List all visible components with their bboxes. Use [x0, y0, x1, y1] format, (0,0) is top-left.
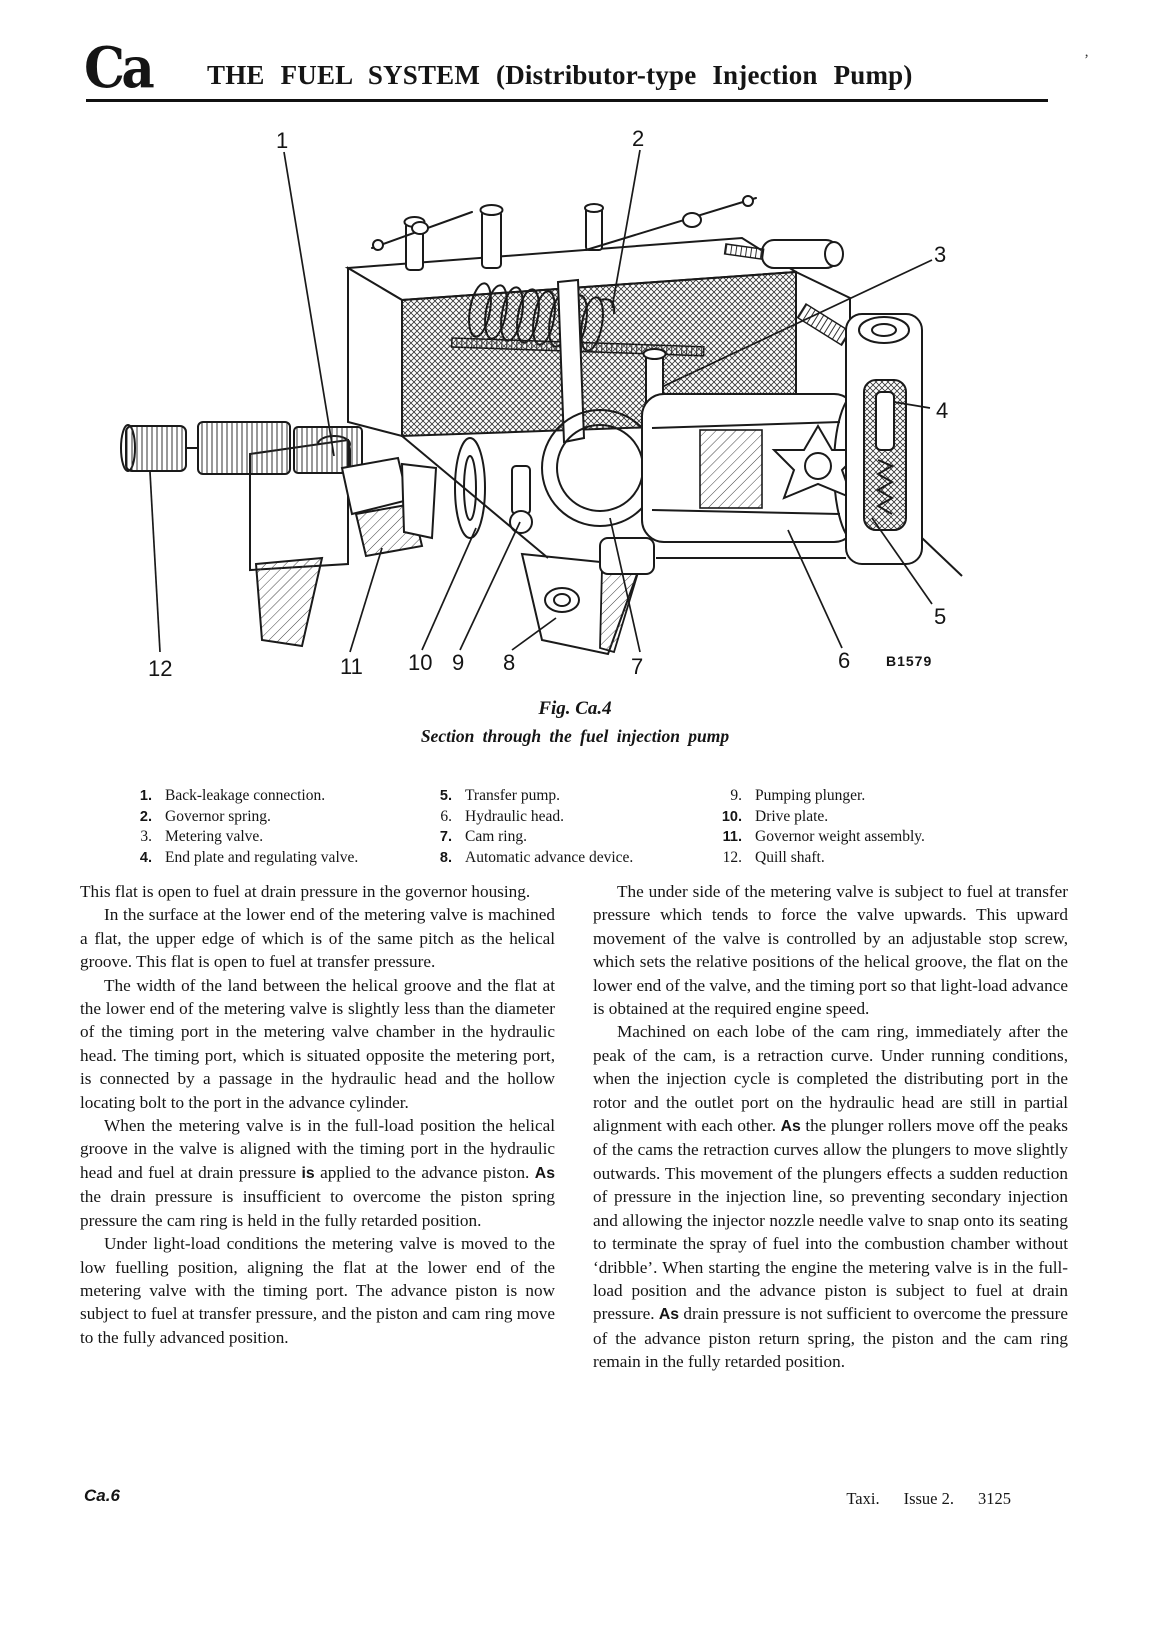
footer-page-code: Ca.6: [84, 1486, 120, 1505]
callout-6: 6: [838, 648, 850, 673]
parts-legend: 1. Back-leakage connection. 2. Governor spr…: [118, 786, 1048, 878]
paragraph: The width of the land between the helica…: [80, 975, 555, 1112]
footer-number: 3125: [978, 1489, 1011, 1508]
callout-12: 12: [148, 656, 172, 681]
metering-valve: [556, 278, 667, 444]
figure-caption: Fig. Ca.4: [538, 698, 612, 719]
legend-item: 6. Hydraulic head.: [418, 807, 708, 828]
legend-label: Quill shaft.: [755, 848, 825, 866]
legend-item: 2. Governor spring.: [118, 807, 418, 828]
legend-number: 12.: [722, 848, 742, 866]
corner-mark: ’: [1084, 52, 1089, 68]
paragraph: The under side of the metering valve is …: [593, 882, 1068, 1019]
callout-5: 5: [934, 604, 946, 629]
footer-model: Taxi.: [846, 1489, 880, 1508]
callout-10: 10: [408, 650, 432, 675]
footer-issue-info: Taxi. Issue 2. 3125: [846, 1489, 1011, 1509]
pumping-plunger: [509, 465, 533, 534]
automatic-advance-device: [520, 537, 655, 656]
legend-number: 6.: [440, 807, 452, 825]
page-title: THE FUEL SYSTEM (Distributor-type Inject…: [207, 60, 913, 90]
callout-11: 11: [340, 654, 363, 679]
paragraph: In the surface at the lower end of the m…: [80, 905, 555, 972]
legend-column-2: 5. Transfer pump. 6. Hydraulic head. 7. Cam r…: [418, 786, 708, 878]
base-outline: [401, 435, 963, 577]
legend-label: Hydraulic head.: [465, 807, 564, 825]
quill-shaft: [120, 421, 363, 475]
legend-item: 12. Quill shaft.: [708, 848, 1008, 869]
legend-number: 2.: [139, 808, 152, 825]
legend-item: 1. Back-leakage connection.: [118, 786, 418, 807]
legend-label: Drive plate.: [755, 807, 829, 825]
section-code-logo: Ca: [84, 35, 155, 101]
figure-subcaption: Section through the fuel injection pump: [420, 726, 730, 746]
legend-number: 11.: [722, 829, 742, 845]
callout-1: 1: [276, 128, 288, 153]
legend-number: 10.: [721, 808, 742, 825]
legend-item: 4. End plate and regulating valve.: [118, 848, 418, 869]
text-column-left: This flat is open to fuel at drain press…: [80, 880, 555, 1349]
legend-label: Back-leakage connection.: [165, 787, 326, 804]
legend-label: Metering valve.: [165, 828, 264, 845]
legend-label: End plate and regulating valve.: [165, 848, 359, 866]
callout-leader-lines: [149, 149, 933, 653]
pump-cross-section-drawing: 1 2 3 4 5 6 7 8 9 10 11 12 B1579: [120, 126, 963, 681]
plate-code: B1579: [886, 653, 932, 669]
callout-7: 7: [631, 654, 643, 679]
legend-label: Cam ring.: [465, 828, 527, 845]
legend-label: Governor weight assembly.: [755, 828, 925, 845]
legend-item: 3. Metering valve.: [118, 827, 418, 848]
legend-label: Automatic advance device.: [465, 848, 634, 866]
legend-column-1: 1. Back-leakage connection. 2. Governor spr…: [118, 786, 418, 878]
legend-number: 7.: [439, 829, 452, 845]
legend-label: Transfer pump.: [465, 787, 561, 804]
callout-8: 8: [503, 650, 515, 675]
callout-3: 3: [934, 242, 946, 267]
legend-item: 9. Pumping plunger.: [708, 786, 1008, 807]
footer-issue: Issue 2.: [903, 1489, 954, 1508]
shut-off-levers-and-studs: [371, 195, 852, 347]
legend-item: 11. Governor weight assembly.: [708, 827, 1008, 848]
paragraph: Machined on each lobe of the cam ring, i…: [593, 1022, 1068, 1372]
paragraph: Under light-load conditions the metering…: [80, 1234, 555, 1347]
header-rule: [86, 99, 1048, 102]
end-plate-regulating-valve: [845, 313, 923, 565]
legend-column-3: 9. Pumping plunger. 10. Drive plate. 11. Gove…: [708, 786, 1008, 878]
legend-item: 5. Transfer pump.: [418, 786, 708, 807]
callout-labels: 1 2 3 4 5 6 7 8 9 10 11 12 B1579: [148, 126, 948, 681]
legend-number: 3.: [140, 828, 152, 845]
figure-illustration: 1 2 3 4 5 6 7 8 9 10 11 12 B1579: [90, 118, 1060, 690]
text-column-right: The under side of the metering valve is …: [593, 880, 1068, 1374]
legend-label: Pumping plunger.: [755, 787, 866, 804]
legend-number: 5.: [439, 788, 452, 804]
drive-plate: [454, 437, 486, 539]
paragraph: This flat is open to fuel at drain press…: [80, 882, 531, 901]
legend-number: 9.: [730, 787, 742, 804]
governor-weight-assembly: [340, 456, 438, 558]
legend-number: 4.: [139, 849, 152, 866]
legend-item: 7. Cam ring.: [418, 827, 708, 848]
callout-4: 4: [936, 398, 948, 423]
callout-2: 2: [632, 126, 644, 151]
legend-item: 8. Automatic advance device.: [418, 848, 708, 869]
paragraph: When the metering valve is in the full-l…: [80, 1116, 555, 1230]
legend-item: 10. Drive plate.: [708, 807, 1008, 828]
legend-label: Governor spring.: [165, 807, 271, 825]
legend-number: 1.: [139, 788, 152, 804]
callout-9: 9: [452, 650, 464, 675]
legend-number: 8.: [439, 849, 452, 866]
